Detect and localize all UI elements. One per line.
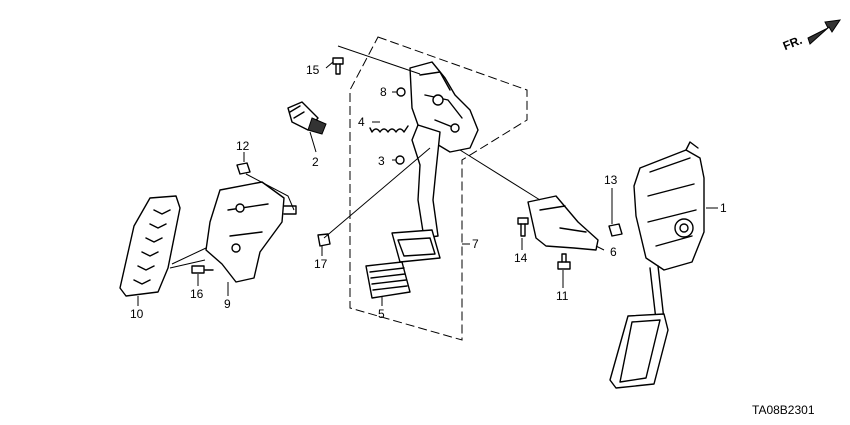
pedal-assembly-boundary	[349, 36, 528, 341]
callout-13: 13	[604, 173, 618, 187]
bushing-part-3	[395, 155, 405, 165]
nut-part-12	[236, 162, 251, 175]
bolt-part-16	[191, 265, 214, 274]
callout-12: 12	[236, 139, 250, 153]
nut-part-17	[317, 233, 331, 247]
callout-8: 8	[380, 85, 387, 99]
bolt-part-15	[332, 57, 344, 75]
diagram-code: TA08B2301	[752, 403, 815, 417]
callout-5: 5	[378, 307, 385, 321]
callout-numbers: 1 2 3 4 5 6 7 8 9 10 11 12 13 14 15 16 1…	[130, 63, 727, 321]
brake-pedal-pad	[365, 261, 411, 299]
callout-11: 11	[556, 289, 569, 303]
leader-lines	[137, 45, 718, 306]
callout-4: 4	[358, 115, 365, 129]
callout-15: 15	[306, 63, 320, 77]
brake-light-switch	[287, 101, 327, 135]
front-arrow-icon	[807, 19, 842, 45]
nut-part-13	[608, 223, 623, 237]
bolt-part-11	[557, 253, 571, 270]
pedal-bracket	[205, 181, 297, 283]
callout-14: 14	[514, 251, 528, 265]
callout-7: 7	[472, 237, 479, 251]
accelerator-arm	[649, 265, 665, 321]
bracket-part-6	[527, 195, 599, 251]
brake-pedal-arm	[411, 124, 441, 239]
callout-17: 17	[314, 257, 328, 271]
return-spring	[369, 125, 409, 133]
front-direction-indicator: FR.	[781, 19, 842, 53]
accelerator-pedal-module	[633, 141, 705, 271]
bushing-part-8	[396, 87, 406, 97]
callout-2: 2	[312, 155, 319, 169]
bolt-part-14	[517, 217, 529, 237]
callout-3: 3	[378, 154, 385, 168]
callout-9: 9	[224, 297, 231, 311]
accelerator-pedal-pad	[609, 313, 669, 389]
callout-1: 1	[720, 201, 727, 215]
callout-6: 6	[610, 245, 617, 259]
front-label: FR.	[781, 33, 804, 53]
callout-16: 16	[190, 287, 204, 301]
pedal-pad	[119, 195, 181, 297]
callout-10: 10	[130, 307, 144, 321]
